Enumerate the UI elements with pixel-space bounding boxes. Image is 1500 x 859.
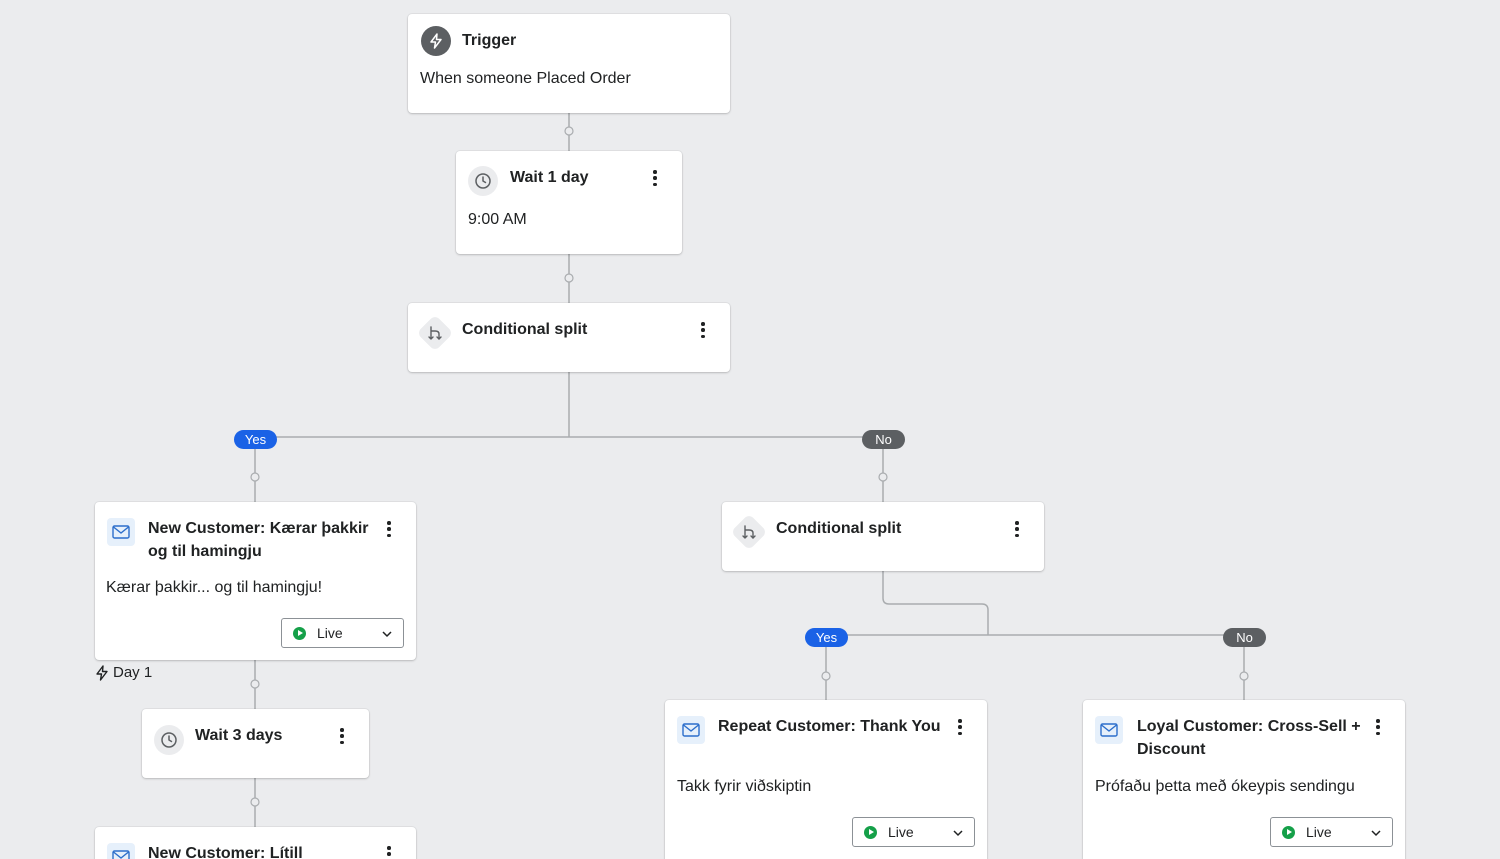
email-new-1-status-select[interactable]: Live [281,618,404,648]
branch-1-no-pill[interactable]: No [862,430,905,449]
split-icon [416,314,454,352]
email-icon [107,843,135,859]
lightning-icon [421,26,451,56]
email-new-2-title: New Customer: Lítill [148,845,303,859]
email-loyal-status-select[interactable]: Live [1270,817,1393,847]
conditional-split-1-card[interactable]: Conditional split [408,303,730,372]
email-new-2-more-icon[interactable] [381,844,397,859]
email-loyal-title: Loyal Customer: Cross-Sell + Discount [1137,718,1361,758]
live-status-icon [1282,825,1295,839]
split-1-more-icon[interactable] [695,320,711,340]
wait-1-time: 9:00 AM [468,211,527,228]
email-repeat-customer-card[interactable]: Repeat Customer: Thank You Takk fyrir vi… [665,700,987,859]
chevron-down-icon [1371,830,1381,837]
email-icon [1095,716,1123,744]
status-label: Live [1306,824,1332,840]
live-status-icon [864,825,877,839]
trigger-card[interactable]: Trigger When someone Placed Order [408,14,730,113]
email-loyal-preview: Prófaðu þetta með ókeypis sendingu [1095,778,1355,795]
trigger-description: When someone Placed Order [420,70,631,87]
clock-icon [468,166,498,196]
email-icon [107,518,135,546]
branch-1-yes-pill[interactable]: Yes [234,430,277,449]
live-status-icon [293,626,306,640]
status-label: Live [888,824,914,840]
trigger-title: Trigger [462,32,517,49]
wait-3-more-icon[interactable] [334,726,350,746]
wait-1-day-card[interactable]: Wait 1 day 9:00 AM [456,151,682,254]
branch-2-yes-pill[interactable]: Yes [805,628,848,647]
day-marker: Day 1 [95,664,152,681]
email-repeat-title: Repeat Customer: Thank You [718,718,941,735]
email-loyal-customer-card[interactable]: Loyal Customer: Cross-Sell + Discount Pr… [1083,700,1405,859]
email-repeat-status-select[interactable]: Live [852,817,975,847]
branch-2-no-pill[interactable]: No [1223,628,1266,647]
wait-3-title: Wait 3 days [195,727,283,744]
email-new-1-title: New Customer: Kærar þakkir og til haming… [148,520,369,560]
wait-1-title: Wait 1 day [510,169,589,186]
clock-icon [154,725,184,755]
email-new-customer-2-card[interactable]: New Customer: Lítill [95,827,416,859]
email-repeat-more-icon[interactable] [952,717,968,737]
email-loyal-more-icon[interactable] [1370,717,1386,737]
email-new-customer-card[interactable]: New Customer: Kærar þakkir og til haming… [95,502,416,660]
email-new-1-more-icon[interactable] [381,519,397,539]
email-new-1-preview: Kærar þakkir... og til hamingju! [106,579,323,596]
lightning-icon [96,664,108,681]
split-icon [730,513,768,551]
wait-1-more-icon[interactable] [647,168,663,188]
wait-3-days-card[interactable]: Wait 3 days [142,709,369,778]
split-2-more-icon[interactable] [1009,519,1025,539]
chevron-down-icon [382,631,392,638]
split-2-title: Conditional split [776,520,902,537]
status-label: Live [317,625,343,641]
split-1-title: Conditional split [462,321,588,338]
conditional-split-2-card[interactable]: Conditional split [722,502,1044,571]
email-icon [677,716,705,744]
email-repeat-preview: Takk fyrir viðskiptin [677,778,812,795]
day-marker-label: Day 1 [113,664,153,681]
chevron-down-icon [953,830,963,837]
